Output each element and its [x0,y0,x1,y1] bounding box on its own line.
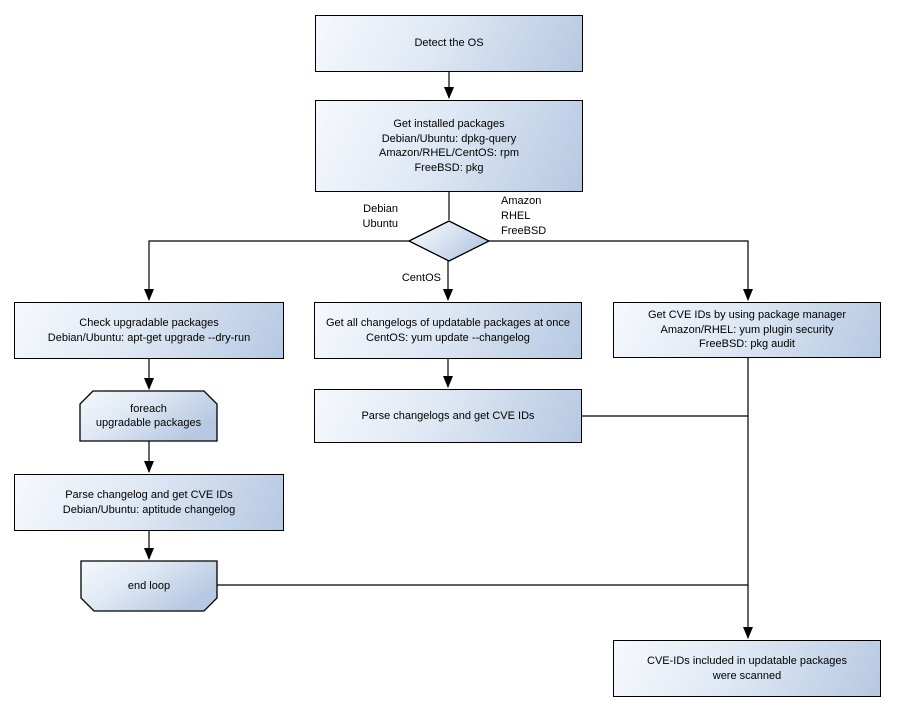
node-get-installed-packages: Get installed packages Debian/Ubuntu: dp… [315,100,583,192]
node-parse-changelogs-get-cve: Parse changelogs and get CVE IDs [314,389,582,443]
connector-decision-to-get-cve [489,240,753,301]
branch-label-debian-ubuntu: Debian Ubuntu [362,203,398,230]
node-detect-os-label: Detect the OS [414,37,484,50]
loop-end-shape [80,560,218,612]
decision-diamond-os [407,220,491,262]
node-parse-changelog-get-cve-label: Parse changelog and get CVE IDs Debian/U… [62,489,236,516]
node-scan-result: CVE-IDs included in updatable packages w… [613,640,881,697]
node-get-all-changelogs-label: Get all changelogs of updatable packages… [325,317,570,344]
node-scan-result-label: CVE-IDs included in updatable packages w… [647,655,847,682]
node-foreach-label: foreach upgradable packages [95,402,202,430]
connector-decision-to-check-upgradable [144,240,409,301]
node-parse-changelogs-get-cve-label: Parse changelogs and get CVE IDs [361,409,535,422]
branch-label-amazon-rhel-freebsd: Amazon RHEL FreeBSD [501,195,547,237]
node-get-all-changelogs: Get all changelogs of updatable packages… [314,302,582,359]
node-detect-os: Detect the OS [315,15,583,72]
node-get-cve-by-package-manager-label: Get CVE IDs by using package manager Ama… [647,309,847,351]
node-get-cve-by-package-manager: Get CVE IDs by using package manager Ama… [613,302,881,358]
node-check-upgradable-packages-label: Check upgradable packages Debian/Ubuntu:… [47,317,251,344]
node-check-upgradable-packages: Check upgradable packages Debian/Ubuntu:… [14,302,284,359]
node-get-installed-packages-label: Get installed packages Debian/Ubuntu: dp… [379,118,519,174]
node-end-loop: end loop [81,561,217,611]
node-parse-changelog-get-cve: Parse changelog and get CVE IDs Debian/U… [14,474,284,531]
node-foreach-upgradable-packages: foreach upgradable packages [80,391,217,441]
node-end-loop-label: end loop [127,579,171,592]
loop-start-shape [79,390,218,442]
branch-label-centos: CentOS [401,272,441,284]
